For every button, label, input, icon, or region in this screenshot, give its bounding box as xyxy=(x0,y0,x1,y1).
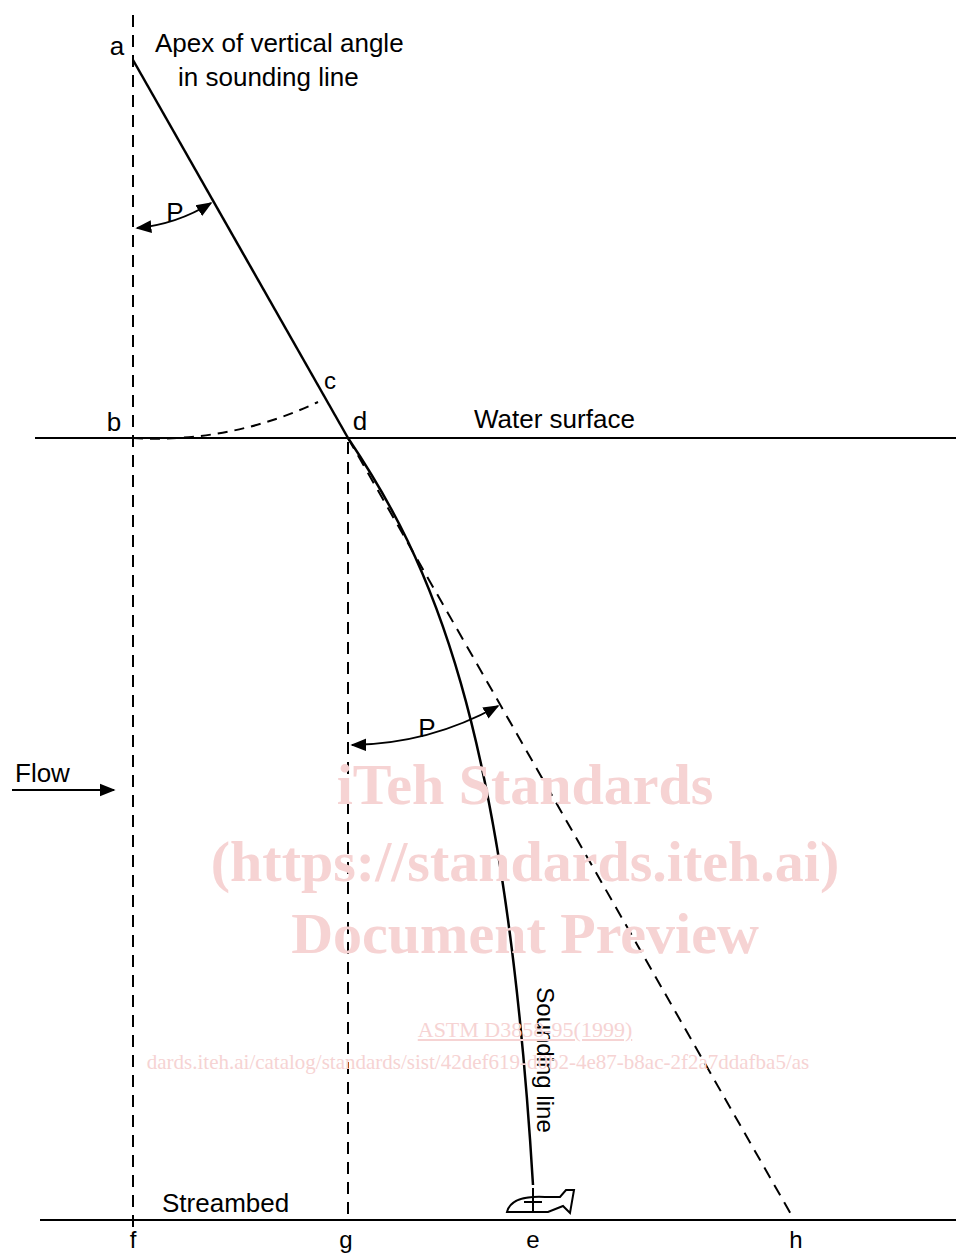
watermark: Document Preview xyxy=(291,905,759,963)
point-letter: e xyxy=(526,1228,539,1252)
surface-label: Water surface xyxy=(474,406,635,432)
angle-label: P xyxy=(418,715,435,741)
watermark: iTeh Standards xyxy=(337,756,714,814)
arc-b-c xyxy=(133,402,318,439)
note-text: in sounding line xyxy=(178,64,359,90)
watermark: ASTM D3858-95(1999) xyxy=(418,1019,633,1041)
bed-label: Streambed xyxy=(162,1190,289,1216)
flow-arrow xyxy=(12,789,114,791)
flow-label: Flow xyxy=(15,760,70,786)
point-letter: a xyxy=(110,33,124,59)
point-letter: h xyxy=(789,1228,802,1252)
sounding-line-air xyxy=(133,60,348,438)
watermark: (https://standards.iteh.ai) xyxy=(211,833,839,891)
point-letter: c xyxy=(324,369,336,393)
angle-arc xyxy=(352,706,498,745)
note-text: Apex of vertical angle xyxy=(155,30,404,56)
angle-label: P xyxy=(166,199,183,225)
vertical-reference-line xyxy=(132,15,134,1238)
straight-extension-line xyxy=(348,438,792,1216)
point-letter: b xyxy=(107,409,121,435)
watermark: dards.iteh.ai/catalog/standards/sist/42d… xyxy=(147,1052,809,1073)
streambed-line xyxy=(40,1219,956,1221)
sounding-weight xyxy=(507,1188,574,1213)
point-letter: f xyxy=(130,1228,137,1252)
point-letter: g xyxy=(339,1228,352,1252)
vertical-at-d xyxy=(347,442,349,1220)
point-letter: d xyxy=(353,408,367,434)
